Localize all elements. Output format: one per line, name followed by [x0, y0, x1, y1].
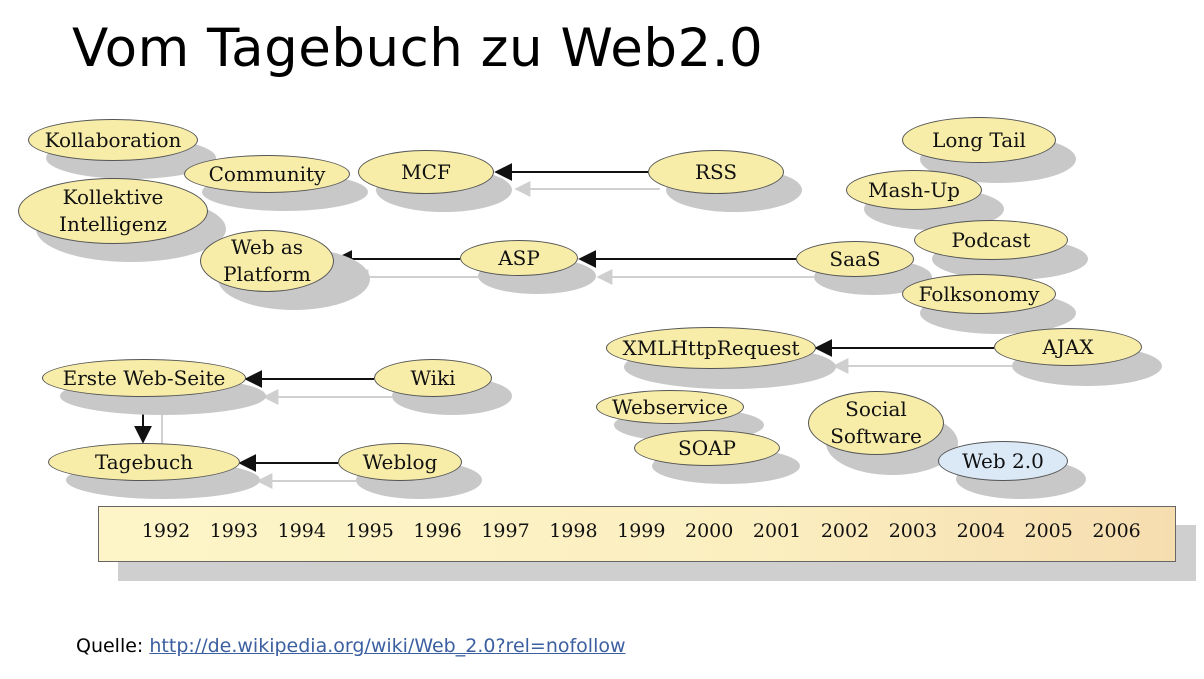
page-title: Vom Tagebuch zu Web2.0 — [72, 18, 764, 79]
node-weblog: Weblog — [338, 443, 462, 481]
node-soap: SOAP — [634, 430, 780, 466]
node-rss: RSS — [648, 150, 784, 194]
timeline-year: 1998 — [549, 520, 598, 542]
node-folksonomy: Folksonomy — [902, 274, 1056, 314]
node-kollaboration: Kollaboration — [28, 119, 198, 161]
node-saas: SaaS — [796, 241, 914, 277]
node-tagebuch: Tagebuch — [48, 443, 240, 481]
node-social-software: Social Software — [808, 391, 944, 455]
timeline-year: 1994 — [277, 520, 326, 542]
timeline-year: 1993 — [209, 520, 259, 542]
timeline-year: 1995 — [345, 520, 394, 542]
node-web-as-platform: Web as Platform — [200, 230, 334, 292]
node-ajax: AJAX — [994, 328, 1142, 366]
timeline-year: 2000 — [685, 520, 734, 542]
timeline-year: 2004 — [956, 520, 1005, 542]
node-mcf: MCF — [358, 150, 494, 194]
source-label: Quelle: — [76, 635, 144, 657]
node-podcast: Podcast — [914, 220, 1068, 260]
timeline-year: 2001 — [752, 520, 802, 542]
node-wiki: Wiki — [374, 359, 492, 397]
source-link[interactable]: http://de.wikipedia.org/wiki/Web_2.0?rel… — [149, 635, 626, 657]
timeline-year: 2003 — [888, 520, 938, 542]
timeline-year: 1997 — [481, 520, 530, 542]
timeline-year: 2002 — [820, 520, 870, 542]
node-webservice: Webservice — [596, 390, 744, 424]
node-web-2-0: Web 2.0 — [938, 441, 1068, 481]
timeline-year: 2006 — [1092, 520, 1141, 542]
timeline-year: 1996 — [413, 520, 462, 542]
node-community: Community — [184, 155, 350, 193]
node-asp: ASP — [460, 240, 578, 276]
timeline-year: 1999 — [617, 520, 666, 542]
node-xmlhttprequest: XMLHttpRequest — [606, 327, 816, 369]
timeline-year: 1992 — [141, 520, 191, 542]
timeline-bar — [98, 506, 1176, 562]
node-erste-web-seite: Erste Web-Seite — [42, 359, 246, 397]
node-kollektive-intelligenz: Kollektive Intelligenz — [18, 178, 208, 244]
source-line: Quelle: http://de.wikipedia.org/wiki/Web… — [76, 635, 626, 657]
node-mash-up: Mash-Up — [846, 170, 982, 210]
timeline-year: 2005 — [1024, 520, 1073, 542]
node-long-tail: Long Tail — [902, 117, 1056, 163]
